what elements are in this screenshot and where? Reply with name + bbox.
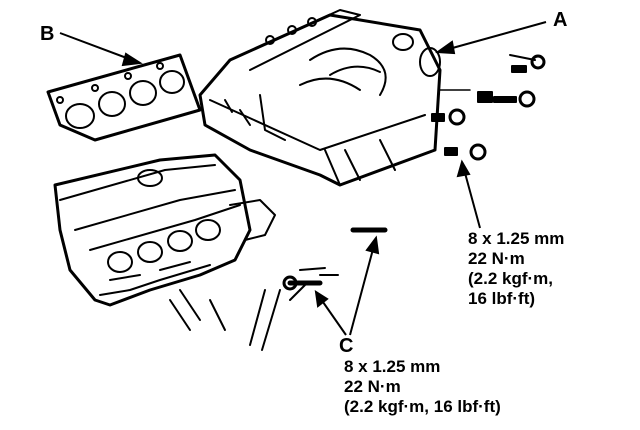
spec-right-torque-nm: 22 N·m bbox=[468, 249, 525, 268]
leader-c-stud bbox=[349, 237, 377, 336]
spec-right-torque-lbf: 16 lbf·ft) bbox=[468, 289, 535, 308]
gasket-b bbox=[46, 53, 202, 142]
torque-spec-c: 8 x 1.25 mm 22 N·m (2.2 kgf·m, 16 lbf·ft… bbox=[344, 357, 501, 416]
detail-strokes bbox=[299, 267, 339, 276]
torque-spec-right: 8 x 1.25 mm 22 N·m (2.2 kgf·m, 16 lbf·ft… bbox=[468, 229, 564, 308]
spec-c-torque-kgf-lbf: (2.2 kgf·m, 16 lbf·ft) bbox=[344, 397, 501, 416]
spec-c-torque-nm: 22 N·m bbox=[344, 377, 401, 396]
leader-c-bolt-arrowhead bbox=[314, 289, 329, 308]
spec-right-size: 8 x 1.25 mm bbox=[468, 229, 564, 248]
label-b: B bbox=[40, 23, 54, 45]
leader-right-spec-arrowhead bbox=[456, 159, 471, 178]
leader-a-arrowhead bbox=[435, 40, 456, 55]
cylinder-head bbox=[53, 153, 276, 331]
intake-manifold-a bbox=[198, 9, 442, 187]
hose bbox=[249, 284, 306, 351]
spec-right-torque-kgf: (2.2 kgf·m, bbox=[468, 269, 553, 288]
leader-a bbox=[437, 21, 547, 53]
leader-c-stud-arrowhead bbox=[365, 235, 380, 255]
label-a: A bbox=[553, 9, 567, 31]
leader-lines bbox=[59, 21, 547, 336]
spec-c-size: 8 x 1.25 mm bbox=[344, 357, 440, 376]
leader-b-arrowhead bbox=[121, 52, 143, 67]
bolt-c bbox=[282, 275, 323, 291]
flange-nuts bbox=[431, 54, 546, 161]
label-c: C bbox=[339, 335, 353, 357]
